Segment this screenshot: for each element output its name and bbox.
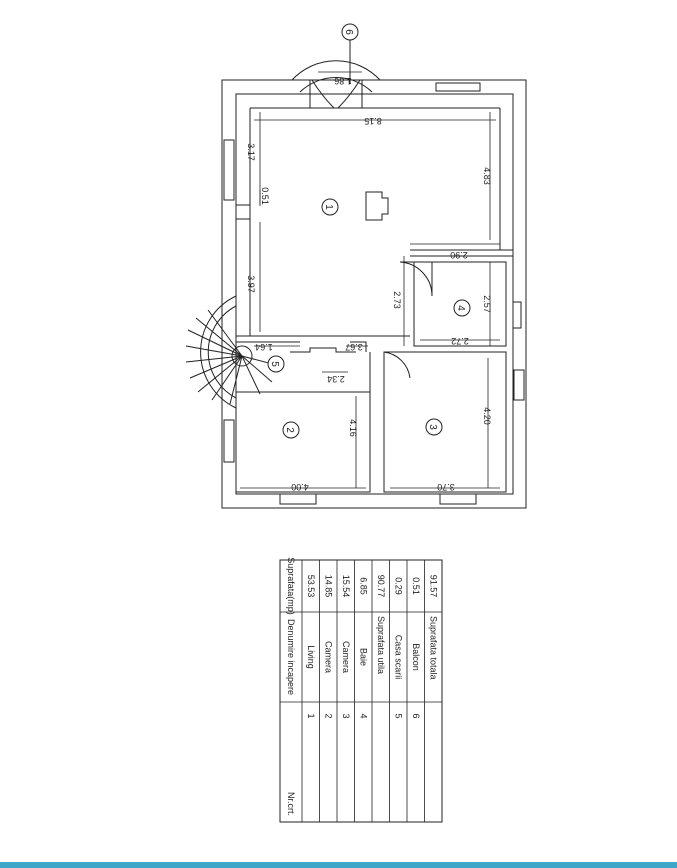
balcony-door-leaf-right bbox=[337, 79, 361, 109]
dim-3-70: 3.70 bbox=[437, 482, 455, 492]
area-table: Nr.crt. Denumire incapere Suprafata(mp) 1 Li… bbox=[279, 557, 443, 823]
inner-wall-outline bbox=[235, 93, 514, 495]
outer-wall bbox=[221, 79, 527, 509]
table-cell-nr: 2 bbox=[323, 713, 333, 718]
table-cell-name: Balcon bbox=[411, 643, 421, 671]
marker-6 bbox=[341, 23, 359, 41]
room-2-walls bbox=[235, 391, 371, 493]
marker-4 bbox=[453, 299, 471, 317]
window-bath bbox=[512, 301, 522, 329]
table-header-name: Denumire incapere bbox=[286, 619, 296, 695]
window-room-3 bbox=[439, 493, 477, 505]
table-cell-area: 14.85 bbox=[323, 575, 333, 598]
table-cell-area: 90.77 bbox=[376, 575, 386, 598]
table-cell-nr: 1 bbox=[306, 713, 316, 718]
stair-tower-outer bbox=[200, 295, 237, 409]
table-cell-name: Camera bbox=[341, 641, 351, 673]
bottom-accent-bar bbox=[0, 862, 677, 868]
window-room-2-side bbox=[223, 419, 235, 463]
room-number-4: 4 bbox=[455, 305, 466, 311]
room-number-3: 3 bbox=[427, 424, 438, 430]
table-cell-name: Suprafata utila bbox=[376, 616, 386, 674]
table-cell-name: Baie bbox=[358, 648, 368, 666]
window-room-3-side bbox=[513, 369, 525, 401]
dim-4-83: 4.83 bbox=[482, 167, 492, 185]
marker-2 bbox=[282, 421, 300, 439]
spiral-steps bbox=[185, 309, 281, 405]
door-bath bbox=[399, 261, 433, 297]
dim-4-20: 4.20 bbox=[482, 407, 492, 425]
table-cell-nr: 6 bbox=[411, 713, 421, 718]
dim-0-51: 0.51 bbox=[260, 187, 270, 205]
balcony-door-leaf-left bbox=[311, 79, 335, 109]
marker-1 bbox=[321, 198, 339, 216]
dim-2-72: 2.72 bbox=[451, 336, 469, 346]
dim-3-67: 3.67 bbox=[345, 342, 363, 352]
room-number-1: 1 bbox=[323, 204, 334, 210]
door-room-3 bbox=[383, 351, 411, 379]
table-cell-area: 0.29 bbox=[393, 577, 403, 595]
balcony-bay bbox=[291, 60, 381, 81]
window-room-2 bbox=[279, 493, 317, 505]
table-cell-area: 15.54 bbox=[341, 575, 351, 598]
bathroom-walls bbox=[413, 261, 507, 347]
stair-newel bbox=[231, 345, 253, 367]
dim-3-97: 3.97 bbox=[246, 275, 256, 293]
table-cell-area: 6.85 bbox=[358, 577, 368, 595]
wall-pier bbox=[235, 204, 251, 220]
balcony-bay-inner bbox=[299, 77, 373, 93]
table-cell-area: 91.57 bbox=[428, 575, 438, 598]
table-cell-name: Casa scarii bbox=[393, 635, 403, 680]
table-cell-nr: 4 bbox=[358, 713, 368, 718]
marker-5 bbox=[267, 355, 285, 373]
table-header-area: Suprafata(mp) bbox=[286, 557, 296, 615]
dimension-lines bbox=[240, 71, 500, 489]
dim-2-34: 2.34 bbox=[327, 374, 345, 384]
table-header-nr: Nr.crt. bbox=[286, 792, 296, 816]
dim-2-73: 2.73 bbox=[392, 291, 402, 309]
table-cell-name: Living bbox=[306, 645, 316, 669]
room-number-6: 6 bbox=[343, 29, 354, 35]
corridor-niche bbox=[290, 347, 356, 353]
table-cell-nr: 3 bbox=[341, 713, 351, 718]
dim-4-16: 4.16 bbox=[348, 419, 358, 437]
table-cell-nr: 5 bbox=[393, 713, 403, 718]
table-cell-name: Camera bbox=[323, 641, 333, 673]
dim-4-00: 4.00 bbox=[291, 482, 309, 492]
window-left bbox=[223, 139, 235, 201]
table-cell-name: Suprafata totala bbox=[428, 616, 438, 680]
dim-2-57: 2.57 bbox=[482, 295, 492, 313]
dim-1-64: 1.64 bbox=[255, 342, 273, 352]
dim-3-17: 3.17 bbox=[246, 143, 256, 161]
window-top bbox=[435, 82, 481, 92]
table-cell-area: 53.53 bbox=[306, 575, 316, 598]
marker-3 bbox=[425, 418, 443, 436]
dim-8-15: 8.15 bbox=[364, 116, 382, 126]
fireplace-icon bbox=[365, 191, 389, 221]
dim-2-90: 2.90 bbox=[450, 250, 468, 260]
dim-1-86: 1.86 bbox=[334, 76, 352, 86]
table-cell-area: 0.51 bbox=[411, 577, 421, 595]
room-number-2: 2 bbox=[284, 427, 295, 433]
stair-tower-inner bbox=[207, 305, 237, 399]
room-number-5: 5 bbox=[269, 361, 280, 367]
table-grid bbox=[280, 560, 442, 822]
room-3-walls bbox=[383, 351, 507, 493]
